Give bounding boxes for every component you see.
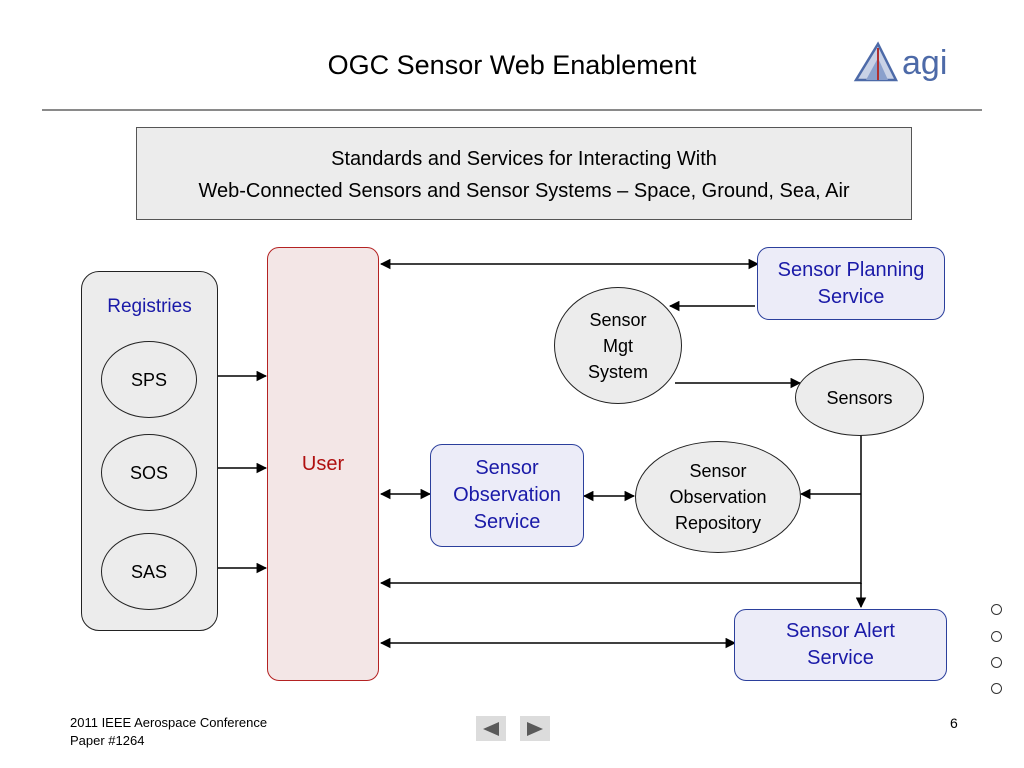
footer-conference: 2011 IEEE Aerospace Conference — [70, 715, 268, 730]
footer-paper: Paper #1264 — [70, 733, 145, 748]
mgt-line-2: Mgt — [602, 335, 633, 356]
previous-slide-button[interactable] — [476, 716, 506, 741]
slide-title: OGC Sensor Web Enablement — [327, 50, 697, 80]
sensors-label: Sensors — [826, 387, 893, 408]
registry-sos[interactable]: SOS — [101, 434, 197, 511]
banner-line-1: Standards and Services for Interacting W… — [331, 148, 717, 170]
sensor-observation-repository-node[interactable]: Sensor Observation Repository — [635, 441, 801, 553]
repo-line-2: Observation — [669, 487, 767, 507]
mgt-line-3: System — [587, 361, 648, 382]
sps-line-2: Service — [817, 285, 885, 308]
registry-sps-label: SPS — [130, 369, 168, 390]
logo-text: agi — [902, 44, 947, 82]
bullet-circle-icon — [991, 683, 1002, 694]
sas-line-2: Service — [807, 647, 874, 669]
repo-line-1: Sensor — [689, 461, 747, 481]
registry-sos-label: SOS — [129, 462, 168, 483]
next-slide-button[interactable] — [520, 716, 550, 741]
sas-line-1: Sensor Alert — [786, 620, 895, 642]
sensor-alert-service-box[interactable]: Sensor Alert Service — [734, 609, 947, 681]
sensor-observation-service-box[interactable]: Sensor Observation Service — [430, 444, 584, 547]
triangle-right-icon — [527, 721, 543, 736]
banner-line-2: Web-Connected Sensors and Sensor Systems… — [198, 180, 850, 202]
mgt-line-1: Sensor — [589, 309, 647, 330]
bullet-circle-icon — [991, 604, 1002, 615]
repo-line-3: Repository — [674, 513, 762, 533]
user-box[interactable] — [267, 247, 379, 681]
page-number: 6 — [950, 715, 958, 731]
registry-sas-label: SAS — [130, 561, 168, 582]
sps-line-1: Sensor Planning — [777, 258, 925, 281]
registry-sas[interactable]: SAS — [101, 533, 197, 610]
triangle-left-icon — [483, 721, 499, 736]
bullet-circle-icon — [991, 657, 1002, 668]
registries-label: Registries — [107, 296, 192, 317]
sos-line-2: Observation — [453, 484, 561, 506]
sos-line-1: Sensor — [475, 457, 539, 479]
agi-logo: agi — [852, 38, 970, 86]
footer-citation: 2011 IEEE Aerospace Conference Paper #12… — [70, 714, 267, 750]
bullet-circle-icon — [991, 631, 1002, 642]
sensor-mgt-system-node[interactable]: Sensor Mgt System — [554, 287, 682, 404]
title-divider — [42, 109, 982, 111]
user-label: User — [301, 453, 345, 475]
sensors-node[interactable]: Sensors — [795, 359, 924, 436]
sensor-planning-service-box[interactable]: Sensor Planning Service — [757, 247, 945, 320]
agi-logo-icon: agi — [853, 41, 947, 82]
sos-line-3: Service — [473, 511, 541, 533]
registry-sps[interactable]: SPS — [101, 341, 197, 418]
description-banner: Standards and Services for Interacting W… — [136, 127, 912, 220]
